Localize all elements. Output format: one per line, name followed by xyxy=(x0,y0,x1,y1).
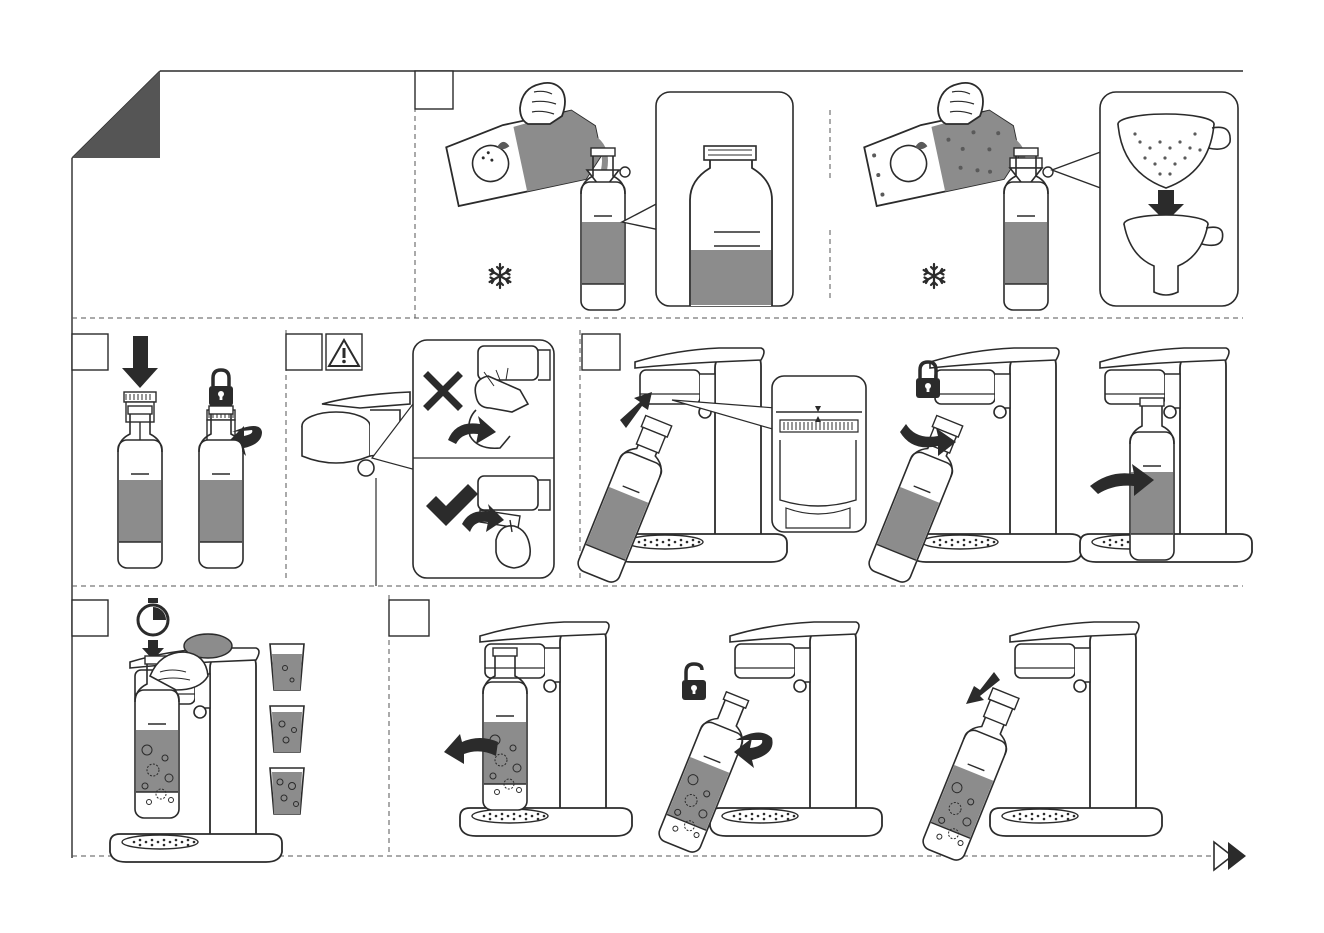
step-number-box xyxy=(72,600,108,636)
step-carbonate xyxy=(72,598,304,862)
glass-icon xyxy=(270,706,304,752)
hand-icon xyxy=(938,83,983,124)
step-number-box xyxy=(582,334,620,370)
step-cap-bottle xyxy=(72,334,262,568)
padlock-locked-icon xyxy=(916,362,940,398)
step-number-box xyxy=(415,71,453,109)
step-number-box xyxy=(286,334,322,370)
step-prepare-liquid xyxy=(415,71,1238,310)
snowflake-icon xyxy=(490,264,511,288)
machine-head-detail xyxy=(302,392,410,586)
glass-icon xyxy=(270,644,304,690)
machine-icon xyxy=(990,622,1162,836)
step-number-box xyxy=(389,600,429,636)
machine-icon xyxy=(615,348,787,562)
step-number-box xyxy=(72,334,108,370)
snowflake-icon xyxy=(924,264,945,288)
step-check-head xyxy=(286,334,554,586)
padlock-locked-icon xyxy=(209,370,233,406)
stopwatch-icon xyxy=(138,598,168,635)
step-release-bottle xyxy=(389,600,1162,863)
warning-icon xyxy=(326,334,362,370)
next-page-arrow-icon[interactable] xyxy=(1214,842,1246,870)
padlock-unlocked-icon xyxy=(682,664,706,700)
hand-icon xyxy=(520,83,565,124)
step-attach-bottle xyxy=(575,334,1252,585)
machine-icon xyxy=(710,622,882,836)
arrow-down-icon xyxy=(122,336,158,388)
glass-icon xyxy=(270,768,304,814)
